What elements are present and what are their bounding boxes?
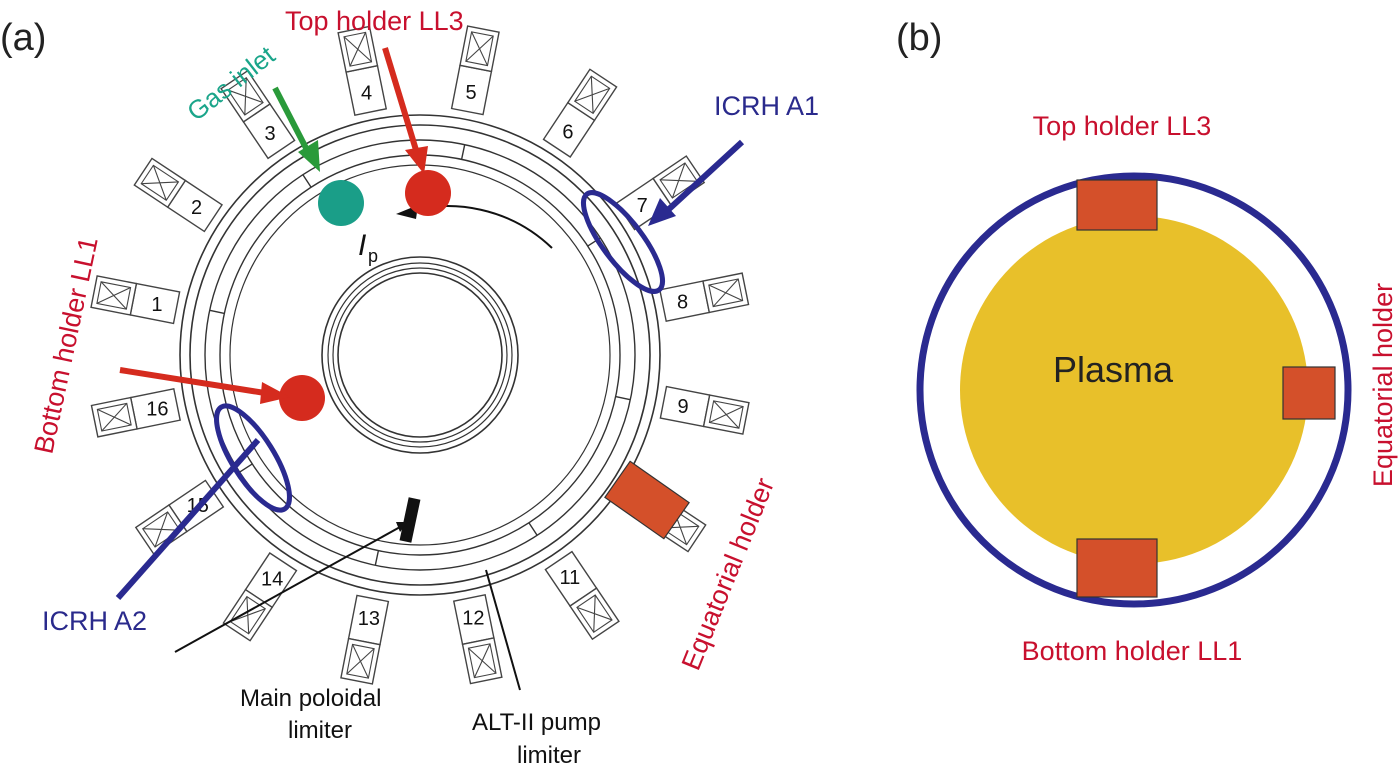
gas-inlet-arrowhead	[298, 140, 320, 172]
top-holder-label-b: Top holder LL3	[1033, 111, 1212, 141]
bottom-holder-block	[1076, 538, 1158, 598]
panel-b: (b) Plasma Top holder LL3 Bottom holder …	[896, 17, 1398, 666]
vessel-ring	[916, 172, 1352, 608]
icrh-a1-arrow	[665, 139, 745, 213]
pump-limiter-label-line1: ALT-II pump	[472, 709, 601, 736]
coil-13	[340, 594, 390, 685]
bottom-holder-label-b: Bottom holder LL1	[1022, 636, 1243, 666]
top-holder-arrow	[382, 47, 419, 151]
icrh-a1-label: ICRH A1	[714, 91, 819, 121]
pump-limiter-pointer	[485, 569, 521, 691]
panel-a: (a) 12345678910111213141516 I p	[0, 6, 819, 769]
icrh-a2-arrow	[115, 438, 261, 600]
coil-number: 12	[462, 608, 484, 630]
plasma-label: Plasma	[1053, 349, 1174, 390]
top-holder-arrowhead	[405, 146, 428, 174]
coil-number: 2	[191, 197, 202, 219]
coil-number: 11	[560, 567, 581, 589]
coil-number: 3	[265, 123, 276, 145]
bottom-holder-marker	[279, 375, 325, 421]
blade-gap	[460, 144, 466, 160]
blade-gap	[528, 522, 538, 536]
coil-5	[450, 25, 500, 116]
coil-number: 8	[677, 292, 688, 314]
gas-inlet-arrow	[272, 86, 310, 152]
equatorial-holder-block	[604, 460, 690, 540]
current-label: I	[358, 229, 366, 262]
bottom-holder-arrow	[119, 367, 266, 396]
blade-gap	[374, 550, 380, 566]
coil-11	[544, 550, 620, 641]
current-symbol: I	[358, 229, 366, 262]
coil-2	[133, 157, 223, 233]
panel-b-tag: (b)	[896, 17, 942, 59]
blade-gap	[302, 174, 312, 188]
coil-number: 4	[361, 82, 372, 104]
icrh-a1-arrowhead	[648, 198, 676, 226]
main-limiter-pointer-head	[396, 522, 408, 532]
equatorial-holder-block-b	[1282, 366, 1336, 420]
icrh-a2-label: ICRH A2	[42, 606, 147, 636]
main-poloidal-limiter	[399, 497, 421, 543]
alt-ii-pump-limiter-blades	[209, 144, 631, 566]
coil-number: 5	[466, 82, 477, 104]
plasma-disc	[960, 216, 1308, 564]
coil-16	[90, 387, 181, 438]
coil-number: 9	[678, 396, 689, 418]
current-subscript: p	[368, 246, 378, 266]
coil-12	[452, 594, 503, 685]
blade-gap	[239, 463, 253, 473]
coil-number: 16	[146, 398, 168, 420]
panel-a-tag: (a)	[0, 17, 46, 59]
icrh-a1-ellipse	[581, 190, 665, 294]
top-holder-label: Top holder LL3	[285, 6, 464, 36]
coil-number: 1	[151, 294, 162, 316]
coil-9	[659, 385, 750, 435]
coil-6	[542, 68, 618, 158]
coil-number: 7	[637, 195, 648, 217]
main-limiter-pointer	[174, 526, 401, 653]
main-limiter-label-line1: Main poloidal	[240, 685, 381, 712]
blade-gap	[209, 309, 225, 315]
blade-gap	[615, 395, 631, 401]
coil-4	[337, 25, 388, 116]
equatorial-holder-label: Equatorial holder	[676, 474, 780, 675]
bottom-holder-arrowhead	[260, 382, 290, 404]
top-holder-block	[1076, 179, 1158, 231]
coil-number: 14	[261, 569, 283, 591]
pump-limiter-label-line2: limiter	[517, 742, 581, 769]
coil-14	[222, 552, 298, 642]
coil-8	[659, 272, 750, 323]
coil-number: 13	[358, 608, 380, 630]
coil-number: 6	[562, 122, 573, 144]
top-holder-marker	[405, 170, 451, 216]
equatorial-holder-label-b: Equatorial holder	[1368, 283, 1398, 487]
gas-inlet-marker	[318, 180, 364, 226]
coil-3	[220, 69, 296, 160]
coil-1	[90, 275, 181, 325]
main-limiter-label-line2: limiter	[288, 717, 352, 744]
bottom-holder-label: Bottom holder LL1	[29, 234, 104, 456]
